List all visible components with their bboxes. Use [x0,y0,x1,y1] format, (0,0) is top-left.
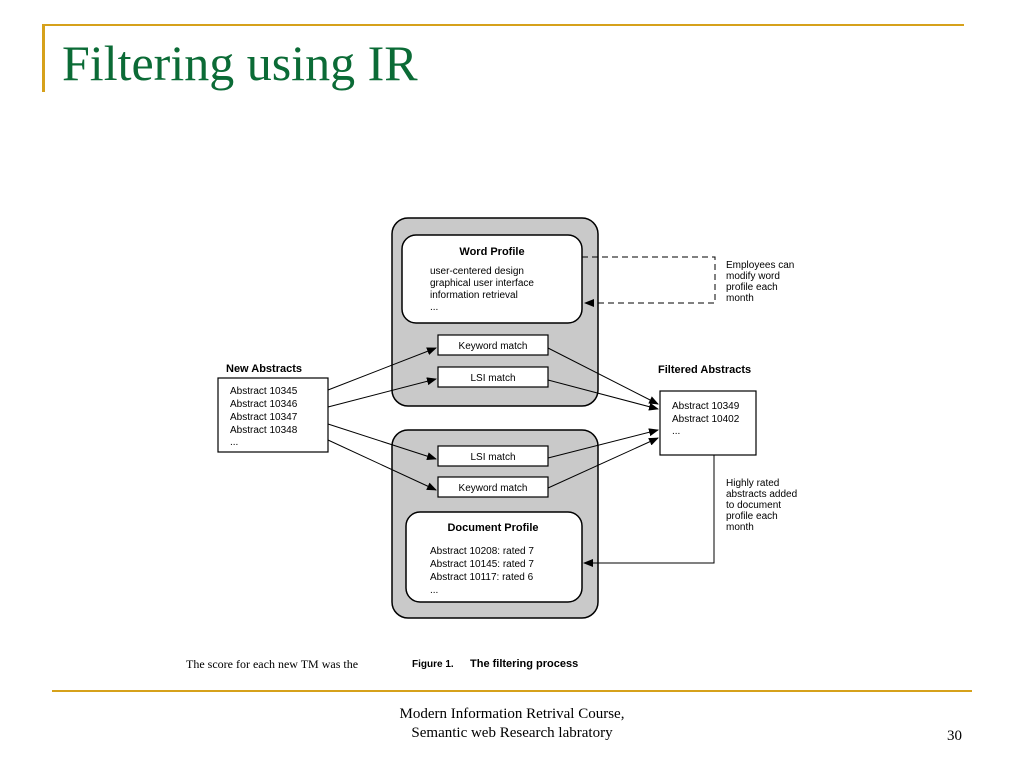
document-profile-item: ... [430,585,438,596]
document-profile-item: Abstract 10208: rated 7 [430,546,534,557]
lsi-match-label-bottom: LSI match [470,452,515,463]
highly-rated-note-line: to document [726,500,781,511]
slide-footer: Modern Information Retrival Course, Sema… [300,705,724,743]
lsi-match-box-top [437,366,549,388]
dashed-employee-feedback-loop [582,256,716,307]
filtering-diagram: Word Profile user-centered design graphi… [186,217,797,671]
arrow-lsi-top-to-filtered [547,379,659,411]
word-profile-item: user-centered design [430,266,524,277]
footer-course-line: Modern Information Retrival Course, [399,706,625,722]
employees-note-line: profile each [726,282,778,293]
left-accent-rule [42,24,45,92]
document-profile-box [405,511,583,603]
arrow-filtered-to-document-profile [583,455,715,567]
arrow-new-to-lsi-top [327,377,437,408]
keyword-match-label-top: Keyword match [459,341,528,352]
document-profile-item: Abstract 10145: rated 7 [430,559,534,570]
arrow-new-to-keyword-bottom [327,439,437,491]
word-profile-item: graphical user interface [430,278,534,289]
slide-title: Filtering using IR [62,35,418,91]
new-abstracts-box [217,377,329,453]
filtered-abstract-item: Abstract 10349 [672,401,740,412]
bottom-accent-rule [52,690,972,692]
employees-note-line: Employees can [726,260,794,271]
page-number: 30 [947,728,962,744]
top-accent-rule [42,24,964,26]
document-profile-heading: Document Profile [447,522,538,534]
arrow-keyword-top-to-filtered [547,347,659,405]
word-profile-heading: Word Profile [459,246,524,258]
highly-rated-note-line: profile each [726,511,778,522]
new-abstract-item: Abstract 10346 [230,399,298,410]
filtering-process-figure: Word Profile user-centered design graphi… [180,210,840,680]
employees-note-line: month [726,293,754,304]
new-abstract-item: Abstract 10348 [230,425,298,436]
keyword-match-box-bottom [437,476,549,498]
new-abstract-item: ... [230,437,238,448]
figure-caption-label: Figure 1. [412,659,454,670]
highly-rated-note-line: Highly rated [726,478,779,489]
new-abstract-item: Abstract 10345 [230,386,298,397]
filtered-abstracts-box [659,390,757,456]
arrow-keyword-bottom-to-filtered [547,437,659,489]
arrow-new-to-lsi-bottom [327,423,437,461]
filtered-abstract-item: Abstract 10402 [672,414,740,425]
caption-fragment: The score for each new TM was the [186,657,358,671]
arrow-lsi-bottom-to-filtered [547,428,659,459]
keyword-match-label-bottom: Keyword match [459,483,528,494]
filtered-abstract-item: ... [672,426,680,437]
word-profile-item: information retrieval [430,290,518,301]
footer-lab-line: Semantic web Research labratory [411,725,613,741]
employees-note-line: modify word [726,271,780,282]
highly-rated-note-line: month [726,522,754,533]
document-profile-item: Abstract 10117: rated 6 [430,572,534,583]
new-abstract-item: Abstract 10347 [230,412,298,423]
keyword-match-box-top [437,334,549,356]
figure-caption-text: The filtering process [470,658,578,670]
word-profile-box [401,234,583,324]
new-abstracts-heading: New Abstracts [226,363,302,375]
filtered-abstracts-heading: Filtered Abstracts [658,364,751,376]
lsi-match-label-top: LSI match [470,373,515,384]
arrow-new-to-keyword-top [327,347,437,391]
highly-rated-note-line: abstracts added [726,489,797,500]
lsi-match-box-bottom [437,445,549,467]
word-profile-item: ... [430,302,438,313]
